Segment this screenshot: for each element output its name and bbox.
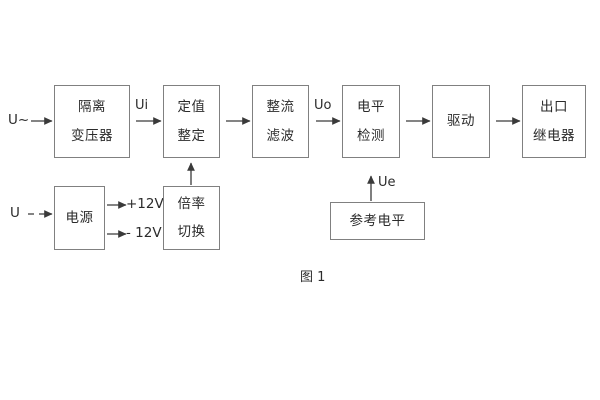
block-reference-level-line1: 参考电平 <box>349 212 406 229</box>
block-multiplier-switch-line2: 切换 <box>177 224 206 240</box>
block-power-supply-line1: 电源 <box>65 209 94 226</box>
block-setting-value[interactable]: 定值 整定 <box>163 85 220 158</box>
block-rectify-filter-line1: 整流 <box>266 99 295 116</box>
rail-label-positive: +12V <box>126 196 164 212</box>
block-isolation-transformer[interactable]: 隔离 变压器 <box>54 85 130 158</box>
block-multiplier-switch[interactable]: 倍率 切换 <box>163 186 220 250</box>
block-output-relay-line2: 继电器 <box>533 127 575 144</box>
block-reference-level[interactable]: 参考电平 <box>330 202 425 240</box>
block-setting-value-line2: 整定 <box>177 127 206 144</box>
block-level-detect-line1: 电平 <box>357 99 385 116</box>
block-setting-value-line1: 定值 <box>177 99 206 116</box>
figure-caption: 图 1 <box>300 270 326 285</box>
block-level-detect[interactable]: 电平 检测 <box>342 85 400 158</box>
block-power-supply[interactable]: 电源 <box>54 186 105 250</box>
block-level-detect-line2: 检测 <box>357 127 385 144</box>
block-drive-line1: 驱动 <box>447 113 475 130</box>
block-drive[interactable]: 驱动 <box>432 85 490 158</box>
signal-label-ui: Ui <box>135 98 149 113</box>
block-rectify-filter[interactable]: 整流 滤波 <box>252 85 309 158</box>
signal-label-ue: Ue <box>378 175 396 190</box>
block-multiplier-switch-line1: 倍率 <box>177 195 206 212</box>
signal-label-uo: Uo <box>314 98 332 113</box>
input-label-ac: U~ <box>8 112 30 128</box>
block-rectify-filter-line2: 滤波 <box>266 127 295 144</box>
block-output-relay-line1: 出口 <box>540 99 568 116</box>
block-output-relay[interactable]: 出口 继电器 <box>522 85 586 158</box>
input-label-dc: U <box>10 205 20 221</box>
block-isolation-transformer-line1: 隔离 <box>78 99 106 116</box>
block-isolation-transformer-line2: 变压器 <box>71 127 113 144</box>
rail-label-negative: - 12V <box>126 225 162 241</box>
